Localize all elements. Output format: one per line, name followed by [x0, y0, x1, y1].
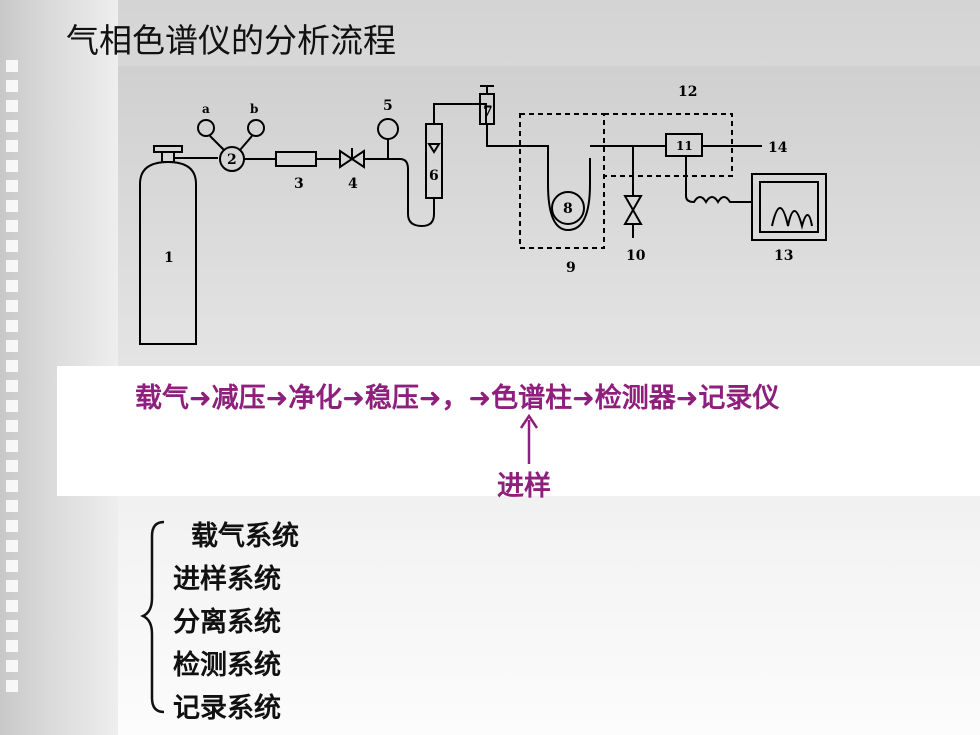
label-11: 11 — [676, 139, 693, 153]
label-4: 4 — [348, 176, 358, 192]
gauge-a — [197, 119, 215, 137]
purifier — [275, 151, 317, 167]
label-1: 1 — [164, 250, 174, 266]
flow-sequence-box: 载气➜减压➜净化➜稳压➜，➜色谱柱➜检测器➜记录仪 进样 — [57, 366, 980, 502]
gc-apparatus-diagram: a b 1 2 3 4 5 6 7 8 9 10 11 12 13 14 — [118, 66, 980, 366]
label-5: 5 — [383, 98, 393, 114]
flow-sequence-text: 载气➜减压➜净化➜稳压➜，➜色谱柱➜检测器➜记录仪 — [135, 383, 780, 414]
injection-arrow-icon — [519, 414, 539, 464]
split-valve — [623, 195, 643, 225]
cylinder-valve-handle — [153, 145, 183, 153]
label-14: 14 — [768, 140, 788, 156]
label-6: 6 — [429, 168, 439, 184]
curly-brace-icon — [140, 520, 165, 714]
injection-label: 进样 — [497, 471, 551, 502]
apparatus-svg: a b 1 2 3 4 5 6 7 8 9 10 11 12 13 14 — [139, 84, 827, 345]
label-2: 2 — [227, 152, 237, 168]
systems-items: 载气系统 进样系统 分离系统 检测系统 记录系统 — [173, 518, 299, 733]
label-13: 13 — [774, 248, 793, 264]
column-oven — [519, 113, 605, 249]
label-8: 8 — [563, 201, 573, 217]
chromatographic-column — [547, 158, 591, 232]
label-a: a — [202, 102, 210, 116]
recorder — [751, 173, 827, 241]
pressure-gauge — [377, 118, 399, 140]
label-10: 10 — [626, 248, 646, 264]
system-item: 记录系统 — [173, 693, 281, 724]
gauge-b — [247, 119, 265, 137]
slide-title: 气相色谱仪的分析流程 — [66, 21, 396, 60]
label-3: 3 — [294, 176, 304, 192]
system-item: 检测系统 — [173, 650, 281, 681]
cylinder-neck — [161, 151, 175, 163]
flowmeter — [425, 123, 443, 199]
gc-systems-list: 载气系统 进样系统 分离系统 检测系统 记录系统 — [140, 518, 400, 728]
label-b: b — [250, 102, 258, 116]
system-item: 载气系统 — [191, 521, 299, 552]
detector-oven — [603, 113, 733, 177]
system-item: 分离系统 — [173, 607, 281, 638]
system-item: 进样系统 — [173, 564, 281, 595]
label-7: 7 — [483, 104, 493, 120]
decor-squares — [6, 60, 24, 700]
label-9: 9 — [566, 260, 576, 276]
label-12: 12 — [678, 84, 697, 100]
